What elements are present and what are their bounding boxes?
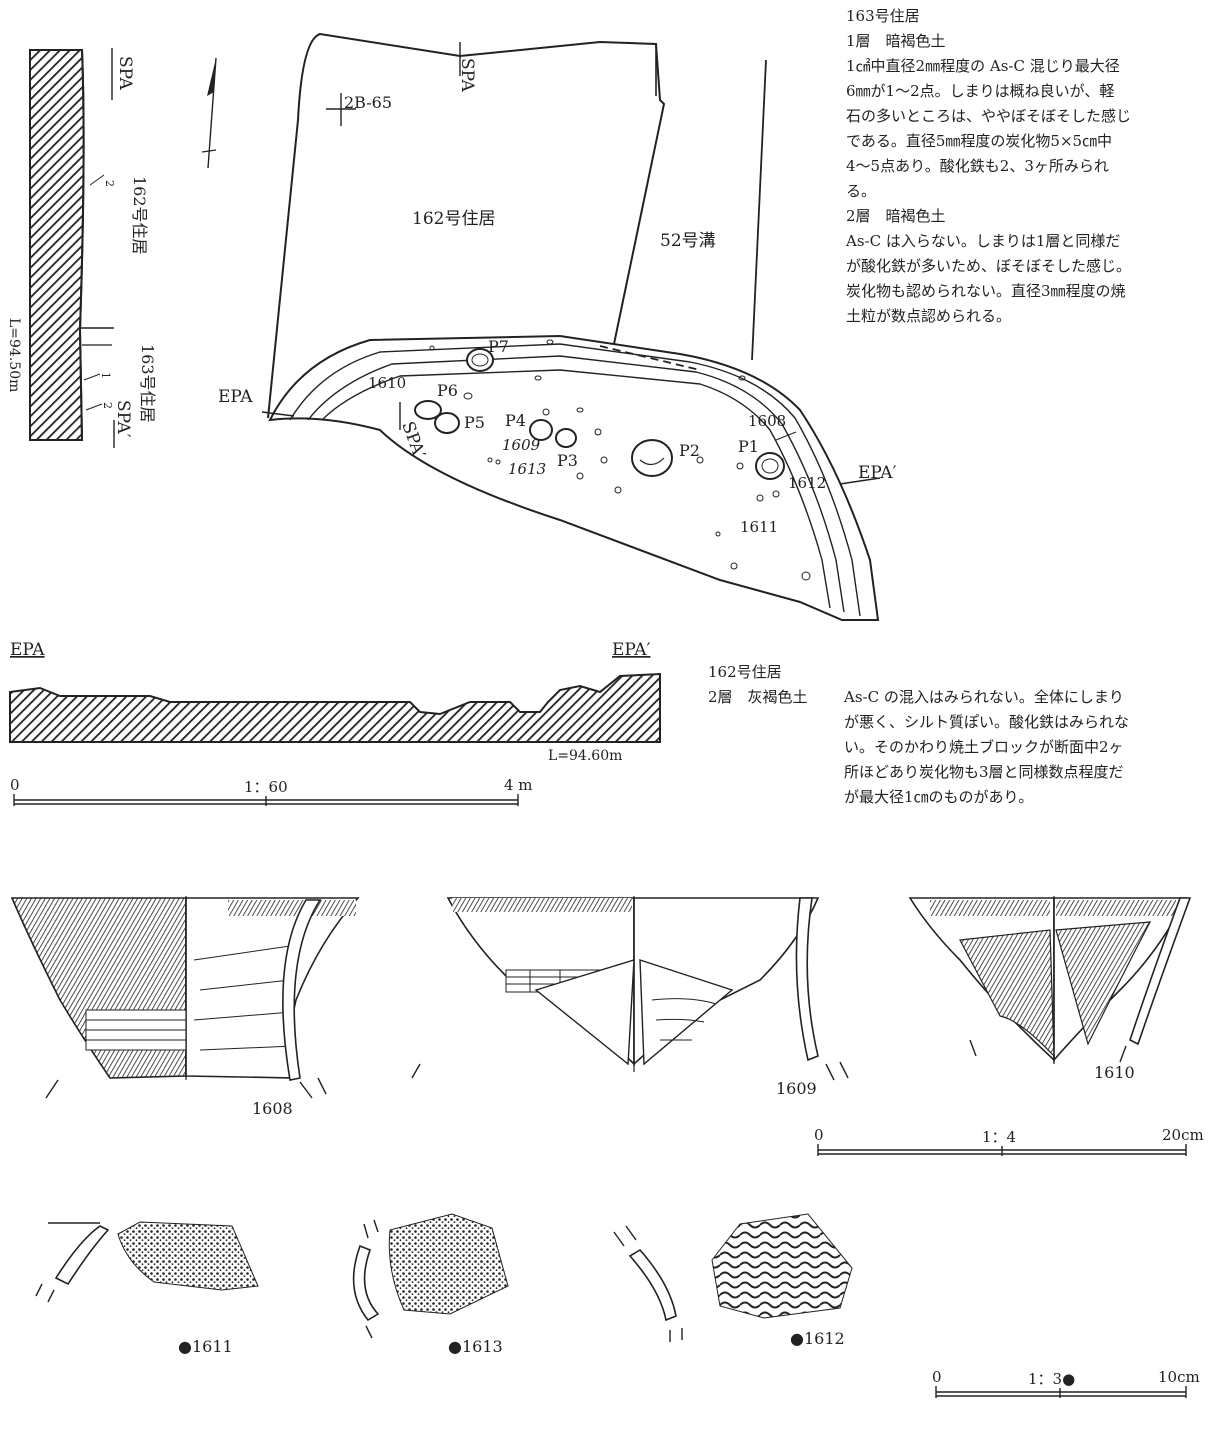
pit-p2 [631, 439, 673, 477]
pit-p5 [434, 412, 460, 434]
find-1610-label: 1610 [368, 374, 406, 392]
house-162-layer2-line: 所ほどあり炭化物も3層と同様数点程度だ [844, 763, 1124, 781]
house-162-layer2-line: As-C の混入はみられない。全体にしまり [844, 688, 1124, 706]
house-163-layer2-heading: 2層 暗褐色土 [846, 207, 946, 225]
scale-3-start: 0 [932, 1368, 942, 1386]
sherd-1613-label: ●1613 [448, 1337, 503, 1356]
house-163-layer2-line: 炭化物も認められない。直径3㎜程度の焼 [846, 282, 1126, 300]
epa-left-label: EPA [10, 640, 45, 660]
sherd-1611-label: ●1611 [178, 1337, 233, 1356]
pit-p6-label: P6 [437, 381, 458, 400]
scale-4-end: 20cm [1162, 1126, 1204, 1144]
pit-p4 [529, 419, 553, 441]
house-163-layer1-line: 4～5点あり。酸化鉄も2、3ヶ所みられ [846, 157, 1109, 175]
house-163-layer1-line: 6㎜が1～2点。しまりは概ね良いが、軽 [846, 82, 1115, 100]
scale-60-ratio: 1：60 [244, 778, 288, 796]
spa-layer-2-label: 2 [103, 180, 116, 187]
house-162-layer2-line: が最大径1㎝のものがあり。 [844, 788, 1034, 806]
scale-60-end: 4 m [504, 776, 533, 794]
house-163-layer1-line: る。 [846, 182, 877, 200]
find-1612-label: 1612 [788, 474, 826, 492]
find-1608-label: 1608 [748, 412, 786, 430]
house-162-layer2-label: 2層 灰褐色土 [708, 688, 808, 706]
house-163-layer2-line: 土粒が数点認められる。 [846, 307, 1012, 325]
epa-elevation-label: L=94.60m [548, 748, 622, 764]
plan-house-162-label: 162号住居 [412, 209, 495, 229]
north-arrow-icon [201, 57, 217, 169]
spa-top-label: SPA [115, 56, 135, 91]
spa-house-163-label: 163号住居 [138, 344, 157, 423]
vessel-1610-label: 1610 [1094, 1063, 1135, 1082]
pit-p2-label: P2 [679, 441, 700, 460]
spa-section: SPA SPA′ 2 1 2 162号住居 163号住居 L=94.50m [6, 48, 157, 448]
pit-p4-label: P4 [505, 411, 526, 430]
house-162-layer2-line: が悪く、シルト質ぽい。酸化鉄はみられな [844, 713, 1130, 731]
plan-epa-label: EPA [218, 387, 253, 407]
plan-epa-prime-label: EPA′ [858, 463, 897, 483]
sherd-1613: ●1613 [352, 1213, 509, 1356]
pit-p3-label: P3 [557, 451, 578, 470]
spa-elevation-label: L=94.50m [6, 318, 22, 392]
vessel-1608: 1608 [10, 896, 360, 1118]
pit-p6 [414, 400, 442, 420]
spa-bottom-label: SPA′ [113, 400, 133, 438]
house-162-layer2-description: As-C の混入はみられない。全体にしまり が悪く、シルト質ぽい。酸化鉄はみられ… [844, 685, 1218, 810]
pit-p1 [755, 452, 785, 480]
spa-layer-1-label: 1 [99, 372, 112, 379]
sherd-1612-label: ●1612 [790, 1329, 845, 1348]
find-1611-label: 1611 [740, 518, 778, 536]
house-163-layer1-line: 1㎠中直径2㎜程度の As-C 混じり最大径 [846, 57, 1120, 75]
stone-scatter [429, 339, 811, 581]
find-1613-label: 1613 [508, 460, 546, 478]
scale-bar-1-4: 0 1：4 20cm [814, 1126, 1204, 1156]
house-162-soil-notes: 162号住居 2層 灰褐色土 As-C の混入はみられない。全体にしまり が悪く… [708, 660, 1218, 810]
sherd-1611: ●1611 [35, 1221, 259, 1356]
scale-bar-1-60: 0 1：60 4 m [10, 776, 533, 806]
house-163-title: 163号住居 [846, 7, 920, 25]
house-162-layer2-line: い。そのかわり焼土ブロックが断面中2ヶ [844, 738, 1124, 756]
house-163-outline [268, 334, 880, 621]
grid-point-label: 2B-65 [344, 93, 392, 112]
house-163-layer2-line: As-C は入らない。しまりは1層と同様だ [846, 232, 1121, 250]
find-1609-label: 1609 [502, 436, 541, 454]
plan-map: 2B-65 162号住居 52号溝 SPA SPA′ EPA EPA′ P7 P… [201, 32, 897, 621]
vessel-1608-label: 1608 [252, 1099, 293, 1118]
scale-4-start: 0 [814, 1126, 824, 1144]
spa-house-162-label: 162号住居 [130, 176, 149, 255]
vessel-1610: 1610 [908, 896, 1192, 1082]
pit-p5-label: P5 [464, 413, 485, 432]
pit-p3 [555, 428, 577, 448]
house-163-layer1-heading: 1層 暗褐色土 [846, 32, 946, 50]
spa-layer-2b-label: 2 [101, 402, 114, 409]
house-163-layer1-line: である。直径5㎜程度の炭化物5×5㎝中 [846, 132, 1113, 150]
vessel-1609-label: 1609 [776, 1079, 817, 1098]
house-162-title: 162号住居 [708, 663, 782, 681]
spa-section-soil [29, 49, 85, 441]
pit-p1-label: P1 [738, 437, 759, 456]
epa-section: EPA EPA′ L=94.60m [9, 640, 661, 764]
pit-p7 [466, 348, 494, 372]
scale-3-ratio: 1：3● [1028, 1370, 1075, 1388]
pit-p7-label: P7 [488, 337, 509, 356]
house-162-outline [267, 32, 666, 419]
scale-bar-1-3: 0 1：3● 10cm [932, 1368, 1200, 1398]
plan-ditch-52-label: 52号溝 [660, 231, 716, 251]
epa-right-label: EPA′ [612, 640, 651, 660]
epa-section-soil [9, 672, 661, 743]
ditch-52-edge [751, 59, 767, 361]
house-163-layer1-line: 石の多いところは、ややぼそぼそした感じ [846, 107, 1132, 125]
sherd-1612: ●1612 [613, 1213, 853, 1348]
house-163-soil-notes: 163号住居 1層 暗褐色土 1㎠中直径2㎜程度の As-C 混じり最大径 6㎜… [846, 4, 1131, 329]
house-163-layer2-line: が酸化鉄が多いため、ぼそぼそした感じ。 [846, 257, 1132, 275]
scale-60-start: 0 [10, 776, 20, 794]
vessel-1609: 1609 [411, 896, 849, 1098]
plan-spa-label: SPA [457, 58, 477, 93]
scale-4-ratio: 1：4 [982, 1128, 1016, 1146]
scale-3-end: 10cm [1158, 1368, 1200, 1386]
